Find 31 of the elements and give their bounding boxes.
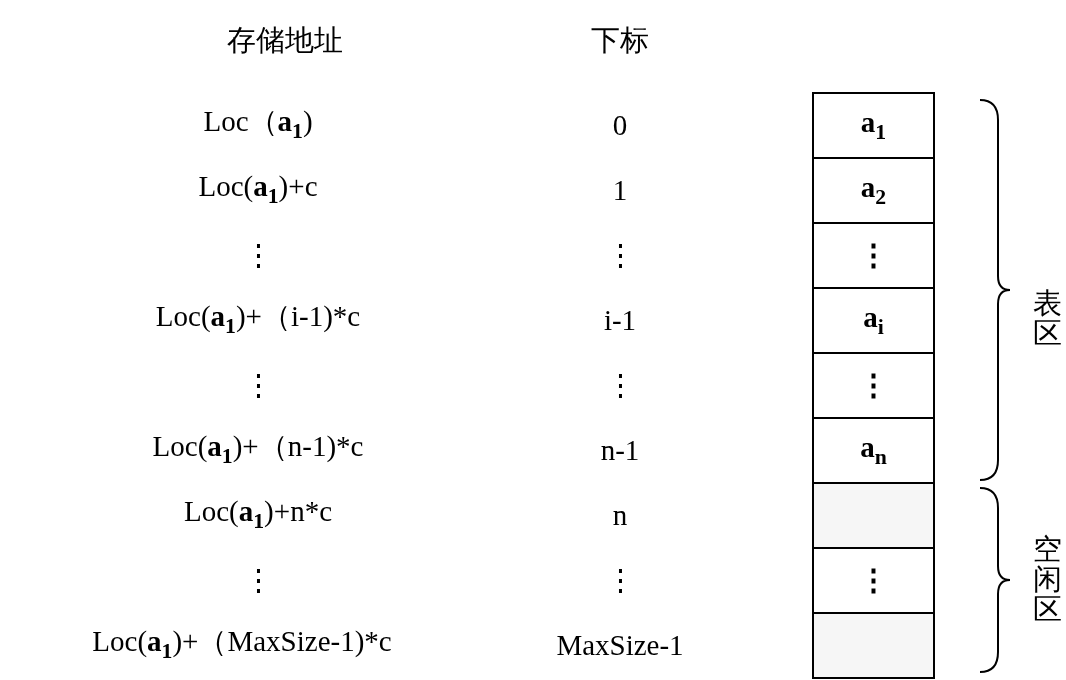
ellipsis-dots: ⋮ <box>605 370 635 399</box>
ellipsis-dots: ⋮ <box>605 240 635 269</box>
index-number: 0 <box>612 110 628 139</box>
ellipsis-dots: ⋮ <box>605 565 635 594</box>
element-label: a$_{2}$ <box>860 172 887 209</box>
index-number: n-1 <box>600 435 640 464</box>
element-label: ⋮ <box>859 241 888 270</box>
region-label: 表区 <box>1033 287 1063 348</box>
column-header: 存储地址 <box>227 25 343 55</box>
memory-cell <box>812 612 935 679</box>
index-number: 1 <box>612 175 628 204</box>
address-expression: Loc(a$_{1}$)+（MaxSize-1)*c <box>92 626 392 663</box>
address-expression: Loc(a$_{1}$)+（i-1)*c <box>155 301 361 338</box>
element-label: a$_{n}$ <box>860 432 887 469</box>
ellipsis-dots: ⋮ <box>243 240 273 269</box>
address-expression: Loc(a$_{1}$)+n*c <box>184 496 332 533</box>
memory-cell <box>812 482 935 549</box>
address-expression: Loc（a$_{1}$) <box>203 106 313 143</box>
element-label: a$_{i}$ <box>863 302 884 339</box>
element-label: ⋮ <box>859 566 888 595</box>
region-label: 空闲区 <box>1033 533 1063 626</box>
index-number: n <box>612 500 628 529</box>
address-expression: Loc(a$_{1}$)+（n-1)*c <box>152 431 364 468</box>
element-label: a$_{1}$ <box>860 107 887 144</box>
index-number: MaxSize-1 <box>556 630 684 659</box>
address-expression: Loc(a$_{1}$)+c <box>198 171 318 208</box>
element-label: ⋮ <box>859 371 888 400</box>
index-number: i-1 <box>603 305 637 334</box>
ellipsis-dots: ⋮ <box>243 565 273 594</box>
ellipsis-dots: ⋮ <box>243 370 273 399</box>
column-header: 下标 <box>591 25 649 55</box>
